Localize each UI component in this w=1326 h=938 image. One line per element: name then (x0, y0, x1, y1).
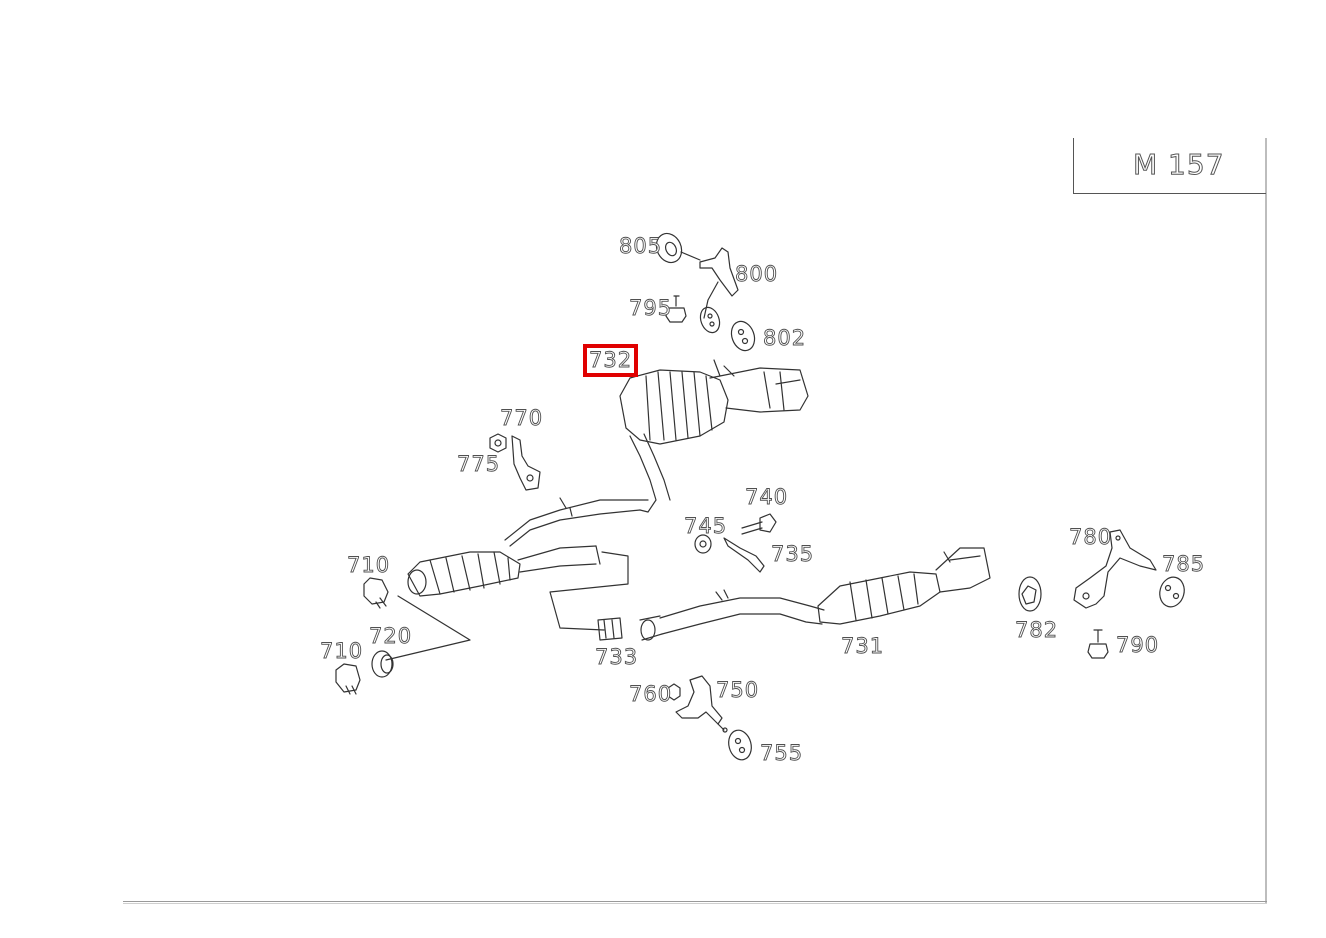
callout-770[interactable]: 770 (500, 406, 544, 430)
part-802-rubber-mount[interactable] (728, 318, 759, 354)
leader-lines (385, 551, 629, 661)
part-740-bolt[interactable] (741, 513, 777, 535)
callout-733[interactable]: 733 (595, 645, 639, 669)
part-785-rubber-mount[interactable] (1157, 574, 1188, 609)
callout-745[interactable]: 745 (684, 514, 728, 538)
part-790-bolt[interactable] (1087, 629, 1109, 659)
callout-785[interactable]: 785 (1162, 552, 1206, 576)
callout-802[interactable]: 802 (763, 326, 807, 350)
callout-760[interactable]: 760 (629, 682, 673, 706)
part-front-pipe[interactable] (407, 497, 649, 597)
part-720-sleeve[interactable] (371, 650, 394, 678)
callout-720[interactable]: 720 (369, 624, 413, 648)
part-770-hanger[interactable] (511, 435, 541, 491)
part-755-rubber-mount[interactable] (725, 728, 754, 763)
part-710-clamp-upper[interactable] (363, 577, 389, 609)
part-731-pipe-silencer[interactable] (639, 547, 991, 641)
callout-790[interactable]: 790 (1116, 633, 1160, 657)
callout-805[interactable]: 805 (619, 234, 663, 258)
part-733-clamp[interactable] (597, 617, 623, 641)
part-800-hanger-bracket[interactable] (697, 247, 739, 335)
frame-bottom-border (123, 901, 1267, 904)
callout-755[interactable]: 755 (760, 741, 804, 765)
callout-775[interactable]: 775 (457, 452, 501, 476)
part-760-nut[interactable] (667, 683, 681, 701)
part-805-rubber-mount[interactable] (652, 229, 701, 266)
callout-795[interactable]: 795 (629, 296, 673, 320)
part-780-hanger[interactable] (1073, 529, 1157, 609)
part-750-bracket[interactable] (675, 675, 728, 733)
callout-735[interactable]: 735 (771, 542, 815, 566)
part-745-nut[interactable] (694, 534, 712, 554)
callout-780[interactable]: 780 (1069, 525, 1113, 549)
frame-right-border (1265, 138, 1267, 904)
model-code-label: M 157 (1133, 148, 1225, 182)
callout-782[interactable]: 782 (1015, 618, 1059, 642)
model-code-box (1073, 138, 1266, 194)
part-775-nut[interactable] (489, 433, 507, 453)
callout-750[interactable]: 750 (716, 678, 760, 702)
callout-710-upper[interactable]: 710 (347, 553, 391, 577)
callout-800[interactable]: 800 (735, 262, 779, 286)
callout-740[interactable]: 740 (745, 485, 789, 509)
part-710-clamp-lower[interactable] (335, 663, 361, 695)
part-782-rubber-mount[interactable] (1018, 576, 1042, 612)
callout-710-lower[interactable]: 710 (320, 639, 364, 663)
part-735-wire-bracket[interactable] (723, 537, 765, 573)
callout-732-selected[interactable]: 732 (582, 344, 639, 377)
part-795-bolt[interactable] (665, 295, 687, 323)
part-732-rear-silencer[interactable] (619, 359, 809, 513)
callout-731[interactable]: 731 (841, 634, 885, 658)
